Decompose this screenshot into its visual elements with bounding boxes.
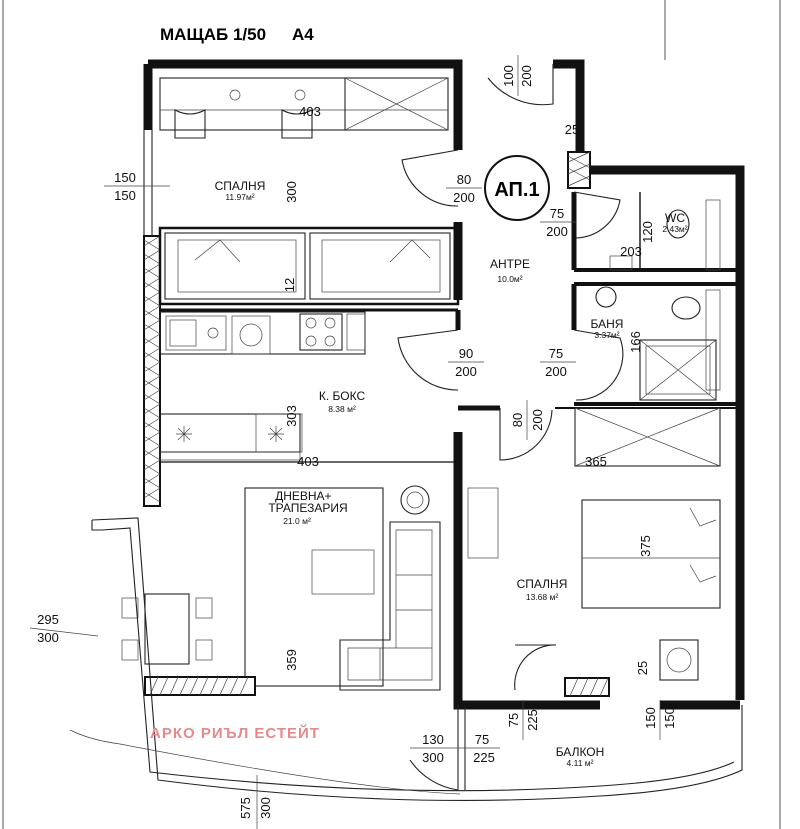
hatched-column (567, 151, 591, 189)
dim-wc-120: 120 (640, 221, 655, 243)
wc-area: 2.43м² (662, 224, 687, 234)
dim-win1-h: 150 (114, 188, 136, 203)
dim-door-bed1-h: 200 (453, 190, 475, 205)
bath-name: БАНЯ (591, 317, 624, 331)
dim-bal-300: 300 (422, 750, 444, 765)
dim-living-359: 359 (284, 649, 299, 671)
balcony-outlines (69, 517, 743, 802)
living-name-line1: ДНЕВНА+ (275, 489, 331, 503)
kitchen-area: 8.38 м² (328, 404, 356, 414)
dim-door-wc-w: 75 (550, 206, 564, 221)
dim-door-bed2-h: 200 (530, 409, 545, 431)
interior-walls (158, 192, 740, 463)
dim-bottom-300: 300 (258, 797, 273, 819)
bedroom1-name: СПАЛНЯ (215, 179, 266, 193)
doors (397, 64, 624, 791)
dim-bal-150b: 150 (662, 707, 677, 729)
twin-beds (164, 232, 451, 300)
watermark: АРКО РИЪЛ ЕСТЕЙТ (150, 724, 320, 742)
sheet-size: A4 (292, 25, 314, 44)
bedroom1-area: 11.97м² (225, 192, 254, 202)
dim-kit-403: 403 (297, 454, 319, 469)
dim-bal-150a: 150 (643, 707, 658, 729)
dim-bal-130: 130 (422, 732, 444, 747)
scale-title: МАЩАБ 1/50 (160, 25, 266, 44)
apartment-badge (484, 155, 550, 221)
living-name: ДНЕВНА+ ТРАПЕЗАРИЯ (268, 489, 347, 515)
dim-win-liv-h: 300 (37, 630, 59, 645)
kitchen-name: К. БОКС (319, 389, 366, 403)
wc-name: WC (665, 211, 685, 225)
hatched-wall (143, 235, 161, 507)
outer-walls (143, 59, 745, 710)
dim-bed1-12: 12 (282, 278, 297, 292)
dim-bed1-width: 403 (299, 104, 321, 119)
dim-wall-25: 25 (565, 122, 579, 137)
dim-win1-w: 150 (114, 170, 136, 185)
bedroom2-name: СПАЛНЯ (517, 577, 568, 591)
dim-door-bath-w: 75 (549, 346, 563, 361)
dim-kit-303: 303 (284, 405, 299, 427)
dim-door-bed2-w: 80 (510, 413, 525, 427)
dim-bottom-575: 575 (238, 797, 253, 819)
dim-door-wc-h: 200 (546, 224, 568, 239)
dim-bal-75: 75 (475, 732, 489, 747)
dim-wc-203: 203 (620, 244, 642, 259)
bath-fixtures (595, 199, 721, 401)
dim-bal-door-h: 225 (525, 709, 540, 731)
balcony-name: БАЛКОН (556, 745, 605, 759)
dim-line-win-liv (29, 627, 99, 637)
dim-entry-w: 100 (501, 65, 516, 87)
living-furniture (121, 485, 441, 696)
column-hatch (567, 151, 591, 187)
bath-area: 3.37м² (594, 330, 619, 340)
wardrobe-bedroom1 (159, 77, 449, 139)
dim-bed2-25: 25 (635, 661, 650, 675)
bedroom2-furniture (467, 407, 721, 697)
apartment-label: АП.1 (494, 179, 539, 201)
dim-bed1-height: 300 (284, 181, 299, 203)
dim-bed2-365: 365 (585, 454, 607, 469)
dim-bal-225: 225 (473, 750, 495, 765)
balcony-area: 4.11 м² (567, 758, 594, 768)
dim-bed2-375: 375 (638, 535, 653, 557)
hall-name: АНТРЕ (490, 257, 530, 271)
living-name-line2: ТРАПЕЗАРИЯ (268, 501, 347, 515)
dim-bal-door-w: 75 (506, 713, 521, 727)
bedroom2-area: 13.68 м² (526, 592, 558, 602)
dim-door-kit-h: 200 (455, 364, 477, 379)
living-area: 21.0 м² (283, 516, 311, 526)
window-bedroom1 (143, 130, 153, 236)
dim-door-bed1-w: 80 (457, 172, 471, 187)
dim-bath-166: 166 (628, 331, 643, 353)
kitchen-units (159, 311, 366, 461)
dim-door-bath-h: 200 (545, 364, 567, 379)
dim-entry-h: 200 (519, 65, 534, 87)
dim-win-liv-w: 295 (37, 612, 59, 627)
dim-door-kit-w: 90 (459, 346, 473, 361)
hall-area: 10.0м² (497, 274, 522, 284)
